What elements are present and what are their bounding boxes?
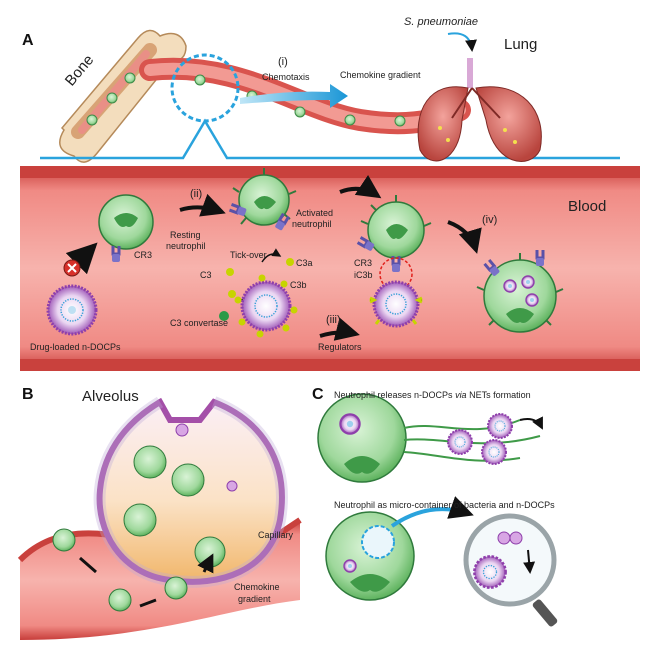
regulators-label: Regulators — [318, 342, 362, 352]
panel-label-b: B — [22, 386, 34, 403]
magnifier — [463, 513, 558, 627]
chemotaxis-arrow — [240, 84, 348, 108]
cr3-bound-label: CR3 — [354, 258, 373, 268]
lung-label: Lung — [504, 36, 538, 53]
net-title-pre: Neutrophil releases n-DOCPs — [334, 390, 456, 400]
c3-convertase-label: C3 convertase — [170, 318, 229, 328]
activated-neutrophil — [227, 168, 297, 233]
c3-label: C3 — [200, 270, 212, 280]
zoom-connector — [40, 118, 620, 160]
activated-neutrophil-label-2: neutrophil — [292, 219, 332, 229]
net-title-via: via — [455, 390, 467, 400]
chemokine-label-1: Chemokine — [234, 582, 280, 592]
resting-neutrophil-label-2: neutrophil — [166, 241, 206, 251]
zoom-arrow-c — [390, 496, 474, 528]
micro-container-neutrophil — [325, 511, 415, 601]
drug-loaded-ndocp — [46, 284, 98, 336]
alveolus-label: Alveolus — [82, 388, 139, 405]
lung-illustration — [417, 58, 542, 162]
micro-container-title: Neutrophil as micro-container of bacteri… — [334, 500, 555, 510]
net-formation-title: Neutrophil releases n-DOCPs via NETs for… — [334, 390, 531, 400]
step-ii-label: (ii) — [190, 188, 203, 200]
engulfing-neutrophil — [476, 248, 564, 333]
net-neutrophil — [317, 393, 407, 483]
ic3b-label: iC3b — [354, 270, 373, 280]
resting-neutrophil-label-1: Resting — [170, 230, 201, 240]
capillary-label: Capillary — [258, 530, 294, 540]
pathogen-label: S. pneumoniae — [404, 16, 478, 28]
panel-label-a: A — [22, 32, 34, 49]
vessel-wall-top — [20, 166, 640, 178]
net-title-post: NETs formation — [466, 390, 531, 400]
arrow-iii — [319, 317, 360, 341]
step-iii-label: (iii) — [326, 314, 341, 326]
chemokine-label-2: gradient — [238, 594, 271, 604]
opsonized-ndocp — [369, 280, 423, 328]
blocked-arrow — [63, 242, 98, 277]
cr3-label: CR3 — [134, 250, 153, 260]
migrating-neutrophils — [86, 72, 406, 127]
bone-illustration — [59, 29, 187, 163]
blood-label: Blood — [568, 198, 607, 215]
drug-loaded-ndocps-label: Drug-loaded n-DOCPs — [30, 342, 121, 352]
tick-over-label: Tick-over — [230, 250, 267, 260]
step-i-label: (i) — [278, 56, 288, 68]
pathogen-arrow — [447, 32, 477, 52]
c3a-label: C3a — [296, 258, 313, 268]
c3b-label: C3b — [290, 280, 307, 290]
vessel-wall-bottom — [20, 359, 640, 371]
step-iv-label: (iv) — [482, 214, 498, 226]
chemotaxis-label: Chemotaxis — [262, 72, 310, 82]
activated-neutrophil-label-1: Activated — [296, 208, 334, 218]
arrow-iv — [447, 220, 482, 254]
panel-label-c: C — [312, 386, 324, 403]
capillary-neutrophils — [52, 528, 212, 612]
net-fibers — [403, 413, 543, 465]
resting-neutrophil — [98, 194, 154, 264]
arrow-ii — [179, 193, 226, 217]
chemokine-gradient-label: Chemokine gradient — [340, 70, 421, 80]
arrow-to-binding — [339, 174, 382, 199]
blood-vessel — [20, 166, 640, 371]
binding-neutrophil — [355, 195, 432, 291]
complement-ndocp — [234, 274, 298, 338]
